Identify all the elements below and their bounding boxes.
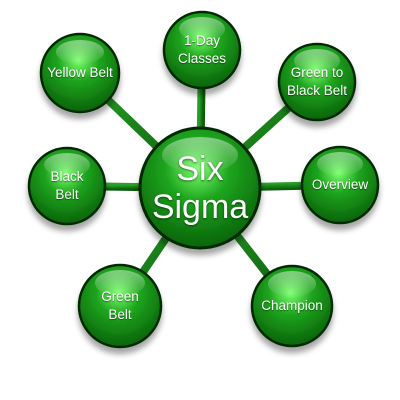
node-green-to-black-belt	[277, 42, 357, 122]
center-node	[138, 126, 262, 250]
node-overview	[300, 145, 380, 225]
node-1-day-classes	[162, 10, 242, 90]
node-champion	[250, 264, 334, 348]
node-yellow-belt	[39, 32, 121, 114]
node-green-belt	[77, 263, 163, 349]
nodes	[27, 10, 380, 349]
node-black-belt	[27, 146, 107, 226]
